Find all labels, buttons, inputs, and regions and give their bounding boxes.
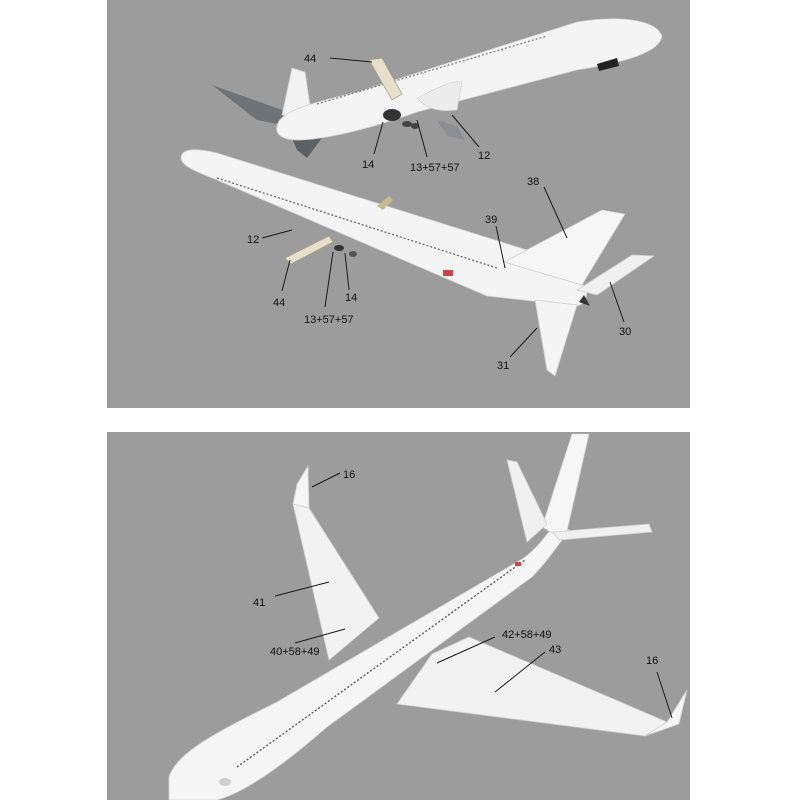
left-winglet xyxy=(292,464,310,509)
top-diagram-panel: 44 14 13+57+57 12 38 39 12 44 14 13+57+5… xyxy=(107,0,690,408)
upper-airplane-gear-3 xyxy=(411,123,419,129)
right-wing xyxy=(396,636,668,737)
leader-14b xyxy=(344,252,350,291)
upper-airplane-wing-stub xyxy=(368,57,403,101)
upper-airplane xyxy=(212,18,663,158)
right-winglet xyxy=(644,689,688,737)
bottom-diagram-panel: 16 41 40+58+49 42+58+49 43 16 xyxy=(107,432,690,800)
leader-16b xyxy=(656,671,673,719)
label-12b: 12 xyxy=(247,234,259,246)
lower-airplane-window-row xyxy=(216,177,498,269)
upper-airplane-stabilizer-dark xyxy=(212,85,297,128)
label-30: 30 xyxy=(619,326,631,338)
leader-405849 xyxy=(294,628,346,644)
top-labels: 44 14 13+57+57 12 38 39 12 44 14 13+57+5… xyxy=(247,53,631,372)
bottom-diagram-svg: 16 41 40+58+49 42+58+49 43 16 xyxy=(168,433,688,800)
upper-airplane-fuselage xyxy=(276,18,663,141)
leader-1357b xyxy=(324,251,334,308)
label-38: 38 xyxy=(527,176,539,188)
window-row xyxy=(236,559,526,768)
label-1357a: 13+57+57 xyxy=(410,162,460,174)
label-405849: 40+58+49 xyxy=(270,646,320,658)
top-view-airplane xyxy=(168,433,688,800)
label-12a: 12 xyxy=(478,150,490,162)
top-leader-lines xyxy=(261,57,625,358)
upper-airplane-belly xyxy=(416,81,463,111)
lower-airplane-wing-stub xyxy=(284,235,334,265)
label-31: 31 xyxy=(497,360,509,372)
label-39: 39 xyxy=(485,214,497,226)
lower-airplane-gear xyxy=(334,245,344,251)
label-44b: 44 xyxy=(273,297,285,309)
leader-38 xyxy=(543,186,568,239)
left-stabilizer xyxy=(506,459,548,543)
label-16a: 16 xyxy=(343,469,355,481)
leader-425849 xyxy=(436,636,496,664)
bottom-leader-lines xyxy=(274,472,673,719)
leader-12a xyxy=(451,114,480,148)
lower-airplane-fuselage xyxy=(180,149,587,307)
fuselage xyxy=(168,521,570,800)
label-14b: 14 xyxy=(345,292,357,304)
lower-airplane-gear-2 xyxy=(349,251,357,257)
leader-43 xyxy=(494,651,546,693)
leader-12b xyxy=(261,229,293,239)
label-41: 41 xyxy=(253,597,265,609)
upper-airplane-gear-2 xyxy=(402,121,412,127)
leader-31 xyxy=(509,327,538,358)
lower-airplane-right-stabilizer xyxy=(575,254,656,296)
right-stabilizer xyxy=(552,523,653,541)
cockpit-window xyxy=(219,778,231,786)
leader-16a xyxy=(311,472,341,488)
tail-flag xyxy=(515,562,521,566)
lower-airplane-flag xyxy=(443,270,453,276)
leader-1357a xyxy=(416,119,428,158)
leader-44b xyxy=(281,259,291,292)
lower-airplane xyxy=(180,149,656,377)
vertical-fin xyxy=(541,433,590,541)
leader-14a xyxy=(373,121,384,155)
bottom-labels: 16 41 40+58+49 42+58+49 43 16 xyxy=(253,469,658,667)
lower-airplane-wing-stub-2 xyxy=(377,196,393,210)
top-diagram-svg: 44 14 13+57+57 12 38 39 12 44 14 13+57+5… xyxy=(180,18,663,377)
label-1357b: 13+57+57 xyxy=(304,314,354,326)
upper-airplane-wing-stub-2 xyxy=(437,120,465,140)
label-16b: 16 xyxy=(646,655,658,667)
lower-airplane-vertical-fin xyxy=(502,209,626,286)
left-wing xyxy=(292,503,380,661)
label-14a: 14 xyxy=(362,159,374,171)
leader-39 xyxy=(495,225,506,269)
leader-44a xyxy=(329,57,373,63)
lower-airplane-left-stabilizer xyxy=(534,299,578,377)
lower-airplane-tail-cone xyxy=(579,295,590,306)
upper-airplane-cockpit-window xyxy=(597,58,619,71)
label-44a: 44 xyxy=(304,53,316,65)
leader-30 xyxy=(609,281,625,323)
upper-airplane-gear xyxy=(383,109,401,121)
leader-41 xyxy=(274,581,330,597)
label-43: 43 xyxy=(549,644,561,656)
label-425849: 42+58+49 xyxy=(502,629,552,641)
